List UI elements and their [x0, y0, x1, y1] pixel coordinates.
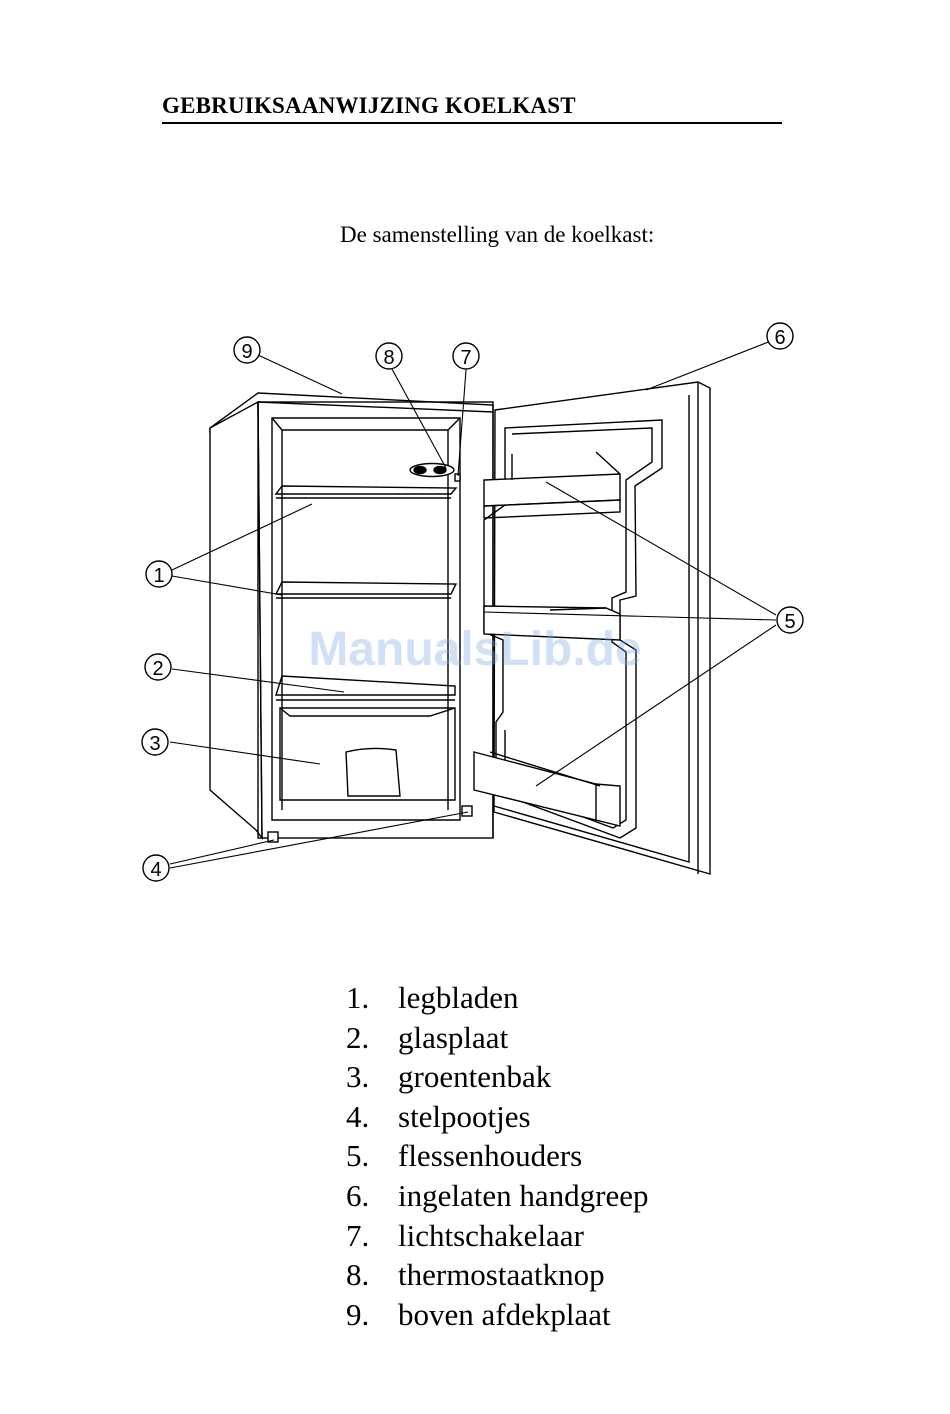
item-label: stelpootjes [398, 1099, 531, 1134]
list-item: 7.lichtschakelaar [346, 1216, 648, 1256]
callout-1: 1 [146, 561, 172, 587]
list-item: 8.thermostaatknop [346, 1255, 648, 1295]
item-number: 2. [346, 1018, 398, 1058]
item-number: 7. [346, 1216, 398, 1256]
watermark: ManualsLib.de [280, 622, 670, 677]
item-number: 6. [346, 1176, 398, 1216]
svg-text:9: 9 [241, 341, 252, 363]
item-number: 8. [346, 1255, 398, 1295]
item-number: 5. [346, 1136, 398, 1176]
item-label: boven afdekplaat [398, 1297, 611, 1332]
svg-text:2: 2 [152, 658, 163, 680]
callout-6: 6 [767, 323, 793, 349]
item-label: ingelaten handgreep [398, 1178, 648, 1213]
item-label: legbladen [398, 980, 519, 1015]
list-item: 5.flessenhouders [346, 1136, 648, 1176]
parts-list: 1.legbladen 2.glasplaat 3.groentenbak 4.… [346, 978, 648, 1334]
fridge-diagram: 1 2 3 4 5 6 7 8 9 [0, 300, 950, 900]
item-number: 4. [346, 1097, 398, 1137]
list-item: 1.legbladen [346, 978, 648, 1018]
callout-4: 4 [143, 855, 169, 881]
item-label: glasplaat [398, 1020, 508, 1055]
item-label: lichtschakelaar [398, 1218, 584, 1253]
svg-text:1: 1 [153, 565, 164, 587]
item-number: 3. [346, 1057, 398, 1097]
item-number: 1. [346, 978, 398, 1018]
item-label: flessenhouders [398, 1138, 582, 1173]
callout-8: 8 [376, 343, 402, 369]
svg-text:8: 8 [383, 347, 394, 369]
svg-text:6: 6 [774, 327, 785, 349]
item-number: 9. [346, 1295, 398, 1335]
svg-text:7: 7 [460, 347, 471, 369]
list-item: 3.groentenbak [346, 1057, 648, 1097]
callout-7: 7 [453, 343, 479, 369]
callout-5: 5 [777, 607, 803, 633]
list-item: 6.ingelaten handgreep [346, 1176, 648, 1216]
list-item: 2.glasplaat [346, 1018, 648, 1058]
list-item: 9.boven afdekplaat [346, 1295, 648, 1335]
adjustable-foot [462, 806, 472, 816]
diagram-caption: De samenstelling van de koelkast: [340, 220, 654, 250]
callout-9: 9 [234, 337, 260, 363]
callout-2: 2 [145, 654, 171, 680]
page-title: GEBRUIKSAANWIJZING KOELKAST [162, 90, 782, 124]
svg-text:4: 4 [150, 859, 161, 881]
callout-3: 3 [142, 729, 168, 755]
svg-text:3: 3 [149, 733, 160, 755]
item-label: groentenbak [398, 1059, 551, 1094]
item-label: thermostaatknop [398, 1257, 605, 1292]
light-switch [455, 474, 460, 481]
list-item: 4.stelpootjes [346, 1097, 648, 1137]
svg-text:5: 5 [784, 611, 795, 633]
fridge-cabinet [210, 393, 493, 842]
